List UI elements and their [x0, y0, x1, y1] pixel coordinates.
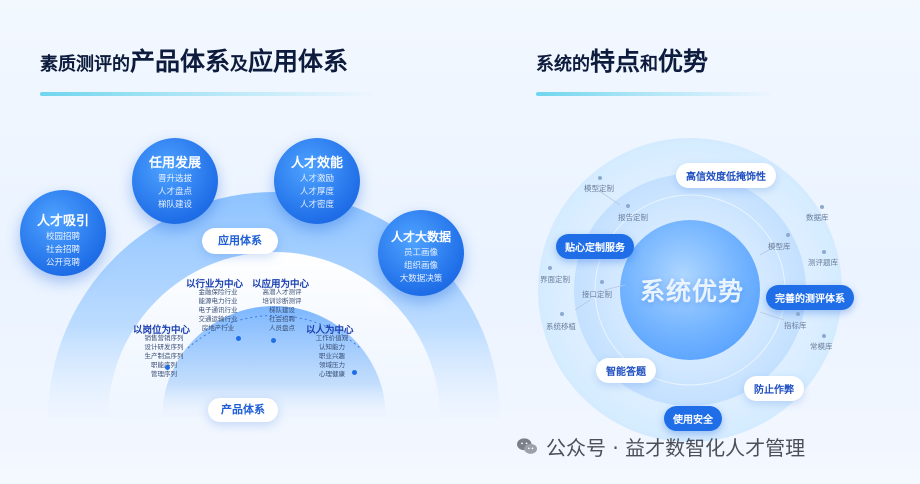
category-person-title: 以人为中心: [306, 325, 354, 336]
tag-question-bank: 测评题库: [808, 258, 838, 267]
tag-dot: [548, 266, 552, 270]
right-title: 系统的特点和优势: [536, 42, 708, 78]
left-title-underline: [40, 92, 380, 96]
node-title: 人才效能: [290, 156, 343, 171]
node-item: 人才密度: [299, 200, 334, 210]
left-title: 素质测评的产品体系及应用体系: [40, 42, 348, 78]
category-position-items: 销售营销序列 设计研发序列 生产制造序列 职能序列 管理序列: [134, 334, 194, 379]
category-position-title: 以岗位为中心: [133, 325, 191, 336]
left-title-part4: 应用体系: [248, 47, 349, 76]
tag-dot: [822, 250, 826, 254]
category-item: 社会招聘: [269, 315, 295, 323]
node-title: 任用发展: [148, 156, 201, 171]
category-item: 人员盘点: [269, 324, 295, 332]
node-item: 公开竞聘: [45, 258, 80, 268]
tag-dot: [796, 312, 800, 316]
feature-smart-answer[interactable]: 智能答题: [596, 358, 656, 383]
system-advantage-center: 系统优势: [640, 277, 745, 306]
right-title-part4: 优势: [658, 47, 709, 76]
connector-dot: [352, 370, 357, 375]
connector-dot: [236, 336, 241, 341]
category-item: 生产制造序列: [144, 352, 184, 360]
tag-indicator-library: 指标库: [784, 321, 807, 330]
right-title-part1: 系统的: [536, 54, 590, 75]
category-application-items: 高潜人才测评 培训诊断测评 梯队建设 社会招聘 人员盘点: [252, 288, 312, 333]
category-application-title: 以应用为中心: [252, 279, 310, 290]
category-industry-title: 以行业为中心: [186, 279, 244, 290]
tag-dot: [786, 233, 790, 237]
node-item: 社会招聘: [45, 245, 80, 255]
right-title-part2: 特点: [590, 47, 641, 76]
application-system-pill[interactable]: 应用体系: [202, 228, 278, 254]
tag-ui-custom: 界面定制: [540, 275, 570, 284]
category-item: 电子通讯行业: [198, 306, 238, 314]
left-title-part2: 产品体系: [130, 47, 231, 76]
tag-dot: [626, 204, 630, 208]
right-title-part3: 和: [640, 54, 659, 75]
connector-dot: [271, 338, 276, 343]
tag-model-custom: 模型定制: [584, 184, 614, 193]
connector-dot: [165, 365, 170, 370]
wechat-icon: [517, 438, 537, 454]
category-item: 房地产行业: [201, 324, 235, 332]
feature-high-reliability[interactable]: 高信效度低掩饰性: [676, 163, 776, 188]
category-item: 认知能力: [319, 343, 345, 351]
feature-anti-cheating[interactable]: 防止作弊: [744, 376, 804, 401]
tag-model-library: 模型库: [768, 242, 791, 251]
tag-database: 数据库: [806, 213, 829, 222]
node-item: 校园招聘: [45, 232, 80, 242]
node-item: 组织画像: [403, 261, 438, 271]
tag-system-migration: 系统移植: [546, 322, 576, 331]
tag-dot: [598, 176, 602, 180]
node-item: 晋升选拔: [157, 174, 192, 184]
category-item: 销售营销序列: [144, 334, 184, 342]
tag-dot: [820, 205, 824, 209]
node-title: 人才吸引: [36, 214, 89, 229]
node-item: 大数据决策: [399, 274, 443, 284]
node-talent-attraction[interactable]: 人才吸引 校园招聘 社会招聘 公开竞聘: [20, 190, 106, 276]
category-item: 工作价值观: [315, 334, 349, 342]
category-item: 高潜人才测评: [262, 288, 302, 296]
category-item: 职能序列: [151, 361, 177, 369]
tag-dot: [560, 312, 564, 316]
category-item: 心理健康: [319, 370, 345, 378]
node-item: 人才厚度: [299, 187, 334, 197]
feature-secure-usage[interactable]: 使用安全: [664, 406, 722, 431]
tag-dot: [600, 280, 604, 284]
node-item: 员工画像: [403, 248, 438, 258]
right-title-underline: [536, 92, 776, 96]
category-item: 设计研发序列: [144, 343, 184, 351]
feature-complete-system[interactable]: 完善的测评体系: [766, 285, 854, 310]
node-item: 梯队建设: [157, 200, 192, 210]
tag-norm-library: 常模库: [810, 342, 833, 351]
category-item: 领域压力: [319, 361, 345, 369]
category-item: 职业兴趣: [319, 352, 345, 360]
category-person-items: 工作价值观 认知能力 职业兴趣 领域压力 心理健康: [302, 334, 362, 379]
node-appointment-development[interactable]: 任用发展 晋升选拔 人才盘点 梯队建设: [132, 138, 218, 224]
category-item: 能源电力行业: [198, 297, 238, 305]
category-item: 培训诊断测评: [262, 297, 302, 305]
category-item: 金融保险行业: [198, 288, 238, 296]
category-item: 梯队建设: [269, 306, 295, 314]
product-system-pill[interactable]: 产品体系: [208, 398, 278, 422]
left-title-part1: 素质测评的: [40, 54, 130, 75]
feature-custom-service[interactable]: 贴心定制服务: [556, 234, 634, 259]
node-talent-efficiency[interactable]: 人才效能 人才激励 人才厚度 人才密度: [274, 138, 360, 224]
node-talent-big-data[interactable]: 人才大数据 员工画像 组织画像 大数据决策: [378, 210, 464, 296]
node-item: 人才激励: [299, 174, 334, 184]
category-item: 交通运输行业: [198, 315, 238, 323]
node-item: 人才盘点: [157, 187, 192, 197]
category-item: 管理序列: [151, 370, 177, 378]
category-industry-items: 金融保险行业 能源电力行业 电子通讯行业 交通运输行业 房地产行业: [188, 288, 248, 333]
node-title: 人才大数据: [390, 230, 451, 244]
tag-report-custom: 报告定制: [618, 213, 648, 222]
tag-interface-custom: 接口定制: [582, 290, 612, 299]
watermark-text: 公众号 · 益才数智化人才管理: [546, 436, 806, 460]
left-title-part3: 及: [230, 54, 249, 75]
tag-dot: [822, 334, 826, 338]
